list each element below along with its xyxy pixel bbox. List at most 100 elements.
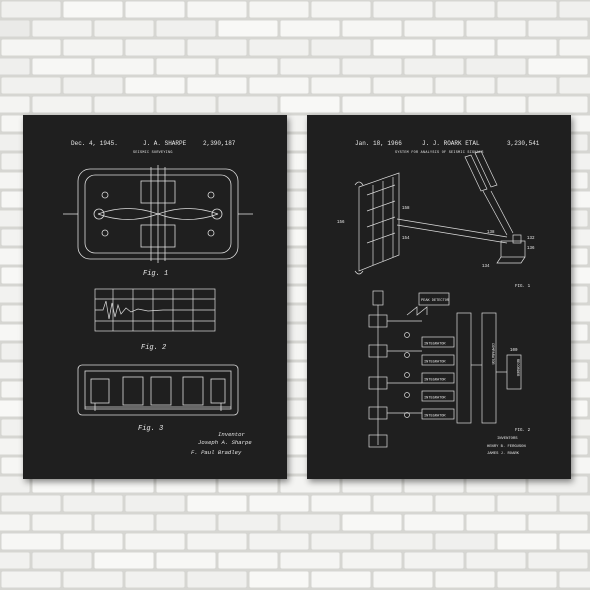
wall-brick bbox=[497, 533, 557, 550]
wall-brick bbox=[1, 495, 61, 512]
wall-brick bbox=[311, 495, 371, 512]
wall-brick bbox=[528, 58, 588, 75]
wall-brick bbox=[0, 514, 30, 531]
integrator-box-5 bbox=[421, 408, 455, 420]
wall-brick bbox=[218, 58, 278, 75]
left-inventor-signature: Joseph A. Sharpe bbox=[198, 439, 252, 446]
wall-brick bbox=[466, 514, 526, 531]
wall-brick bbox=[218, 20, 278, 37]
right-fig1-label: FIG. 1 bbox=[515, 285, 531, 289]
right-fig2-block-diagram bbox=[368, 290, 522, 448]
right-recorder-label: RECORDER bbox=[515, 359, 519, 377]
left-fig2-label: Fig. 2 bbox=[141, 344, 166, 352]
integrator-label-1: INTEGRATOR bbox=[424, 343, 446, 347]
left-fig1-label: Fig. 1 bbox=[143, 270, 168, 278]
right-peak-detector-label: PEAK DETECTOR bbox=[421, 299, 450, 303]
wall-brick bbox=[342, 514, 402, 531]
wall-brick bbox=[0, 400, 30, 417]
wall-brick bbox=[63, 571, 123, 588]
wall-brick bbox=[1, 77, 61, 94]
wall-brick bbox=[187, 533, 247, 550]
wall-brick bbox=[311, 1, 371, 18]
wall-brick bbox=[187, 495, 247, 512]
wall-brick bbox=[0, 476, 30, 493]
wall-brick bbox=[435, 1, 495, 18]
wall-brick bbox=[249, 77, 309, 94]
left-attorney-signature: F. Paul Bradley bbox=[191, 449, 242, 456]
wall-brick bbox=[156, 476, 216, 493]
wall-brick bbox=[311, 571, 371, 588]
integrator-label-2: INTEGRATOR bbox=[424, 361, 446, 365]
right-integrator-stack: INTEGRATOR INTEGRATOR INTEGRATOR INTEGRA… bbox=[421, 336, 455, 420]
wall-brick bbox=[466, 552, 526, 569]
integrator-box-3 bbox=[421, 372, 455, 384]
left-fig1-drawing bbox=[63, 165, 253, 263]
wall-brick bbox=[156, 552, 216, 569]
wall-brick bbox=[435, 495, 495, 512]
wall-brick bbox=[404, 514, 464, 531]
wall-brick bbox=[187, 77, 247, 94]
wall-brick bbox=[63, 77, 123, 94]
wall-brick bbox=[32, 96, 92, 113]
left-patent-poster: Dec. 4, 1945. J. A. SHARPE 2,390,187 SEI… bbox=[23, 115, 287, 479]
wall-brick bbox=[218, 514, 278, 531]
integrator-box-2 bbox=[421, 354, 455, 366]
wall-brick bbox=[0, 58, 30, 75]
wall-brick bbox=[466, 96, 526, 113]
wall-brick bbox=[559, 495, 590, 512]
left-fig2-seismogram bbox=[94, 288, 216, 332]
wall-brick bbox=[94, 552, 154, 569]
wall-brick bbox=[559, 533, 590, 550]
right-fig2-label: FIG. 2 bbox=[515, 429, 531, 433]
wall-brick bbox=[280, 552, 340, 569]
wall-brick bbox=[435, 571, 495, 588]
wall-brick bbox=[156, 58, 216, 75]
wall-brick bbox=[404, 58, 464, 75]
wall-brick bbox=[218, 476, 278, 493]
wall-brick bbox=[280, 96, 340, 113]
wall-brick bbox=[187, 39, 247, 56]
wall-brick bbox=[559, 571, 590, 588]
wall-brick bbox=[63, 1, 123, 18]
wall-brick bbox=[497, 1, 557, 18]
wall-brick bbox=[373, 571, 433, 588]
right-ref-138: 138 bbox=[487, 231, 495, 235]
wall-brick bbox=[187, 571, 247, 588]
wall-brick bbox=[125, 533, 185, 550]
right-ref-158: 158 bbox=[402, 207, 410, 211]
wall-brick bbox=[559, 1, 590, 18]
wall-brick bbox=[94, 58, 154, 75]
right-fig1-drawing bbox=[354, 150, 526, 275]
wall-brick bbox=[497, 571, 557, 588]
wall-brick bbox=[311, 39, 371, 56]
wall-brick bbox=[280, 20, 340, 37]
wall-brick bbox=[373, 495, 433, 512]
wall-brick bbox=[125, 571, 185, 588]
wall-brick bbox=[0, 286, 30, 303]
integrator-box-1 bbox=[421, 336, 455, 348]
wall-brick bbox=[32, 58, 92, 75]
wall-brick bbox=[218, 552, 278, 569]
integrator-box-4 bbox=[421, 390, 455, 402]
right-comparator-label: COMPARATOR bbox=[490, 343, 494, 365]
right-subtitle: SYSTEM FOR ANALYSIS OF SEISMIC SIGNALS bbox=[395, 151, 484, 155]
wall-brick bbox=[249, 495, 309, 512]
integrator-label-4: INTEGRATOR bbox=[424, 397, 446, 401]
wall-brick bbox=[342, 58, 402, 75]
right-inventor-header: J. J. ROARK ETAL bbox=[422, 140, 480, 147]
wall-brick bbox=[32, 476, 92, 493]
right-ref-134: 134 bbox=[482, 265, 490, 269]
right-ref-154: 154 bbox=[402, 237, 410, 241]
wall-brick bbox=[125, 495, 185, 512]
wall-brick bbox=[0, 20, 30, 37]
wall-brick bbox=[249, 571, 309, 588]
wall-brick bbox=[497, 77, 557, 94]
wall-brick bbox=[1, 1, 61, 18]
wall-brick bbox=[559, 39, 590, 56]
wall-brick bbox=[0, 96, 30, 113]
wall-brick bbox=[342, 552, 402, 569]
wall-brick bbox=[280, 514, 340, 531]
wall-brick bbox=[1, 571, 61, 588]
wall-brick bbox=[125, 1, 185, 18]
left-patent-drawing: Dec. 4, 1945. J. A. SHARPE 2,390,187 SEI… bbox=[63, 140, 253, 456]
